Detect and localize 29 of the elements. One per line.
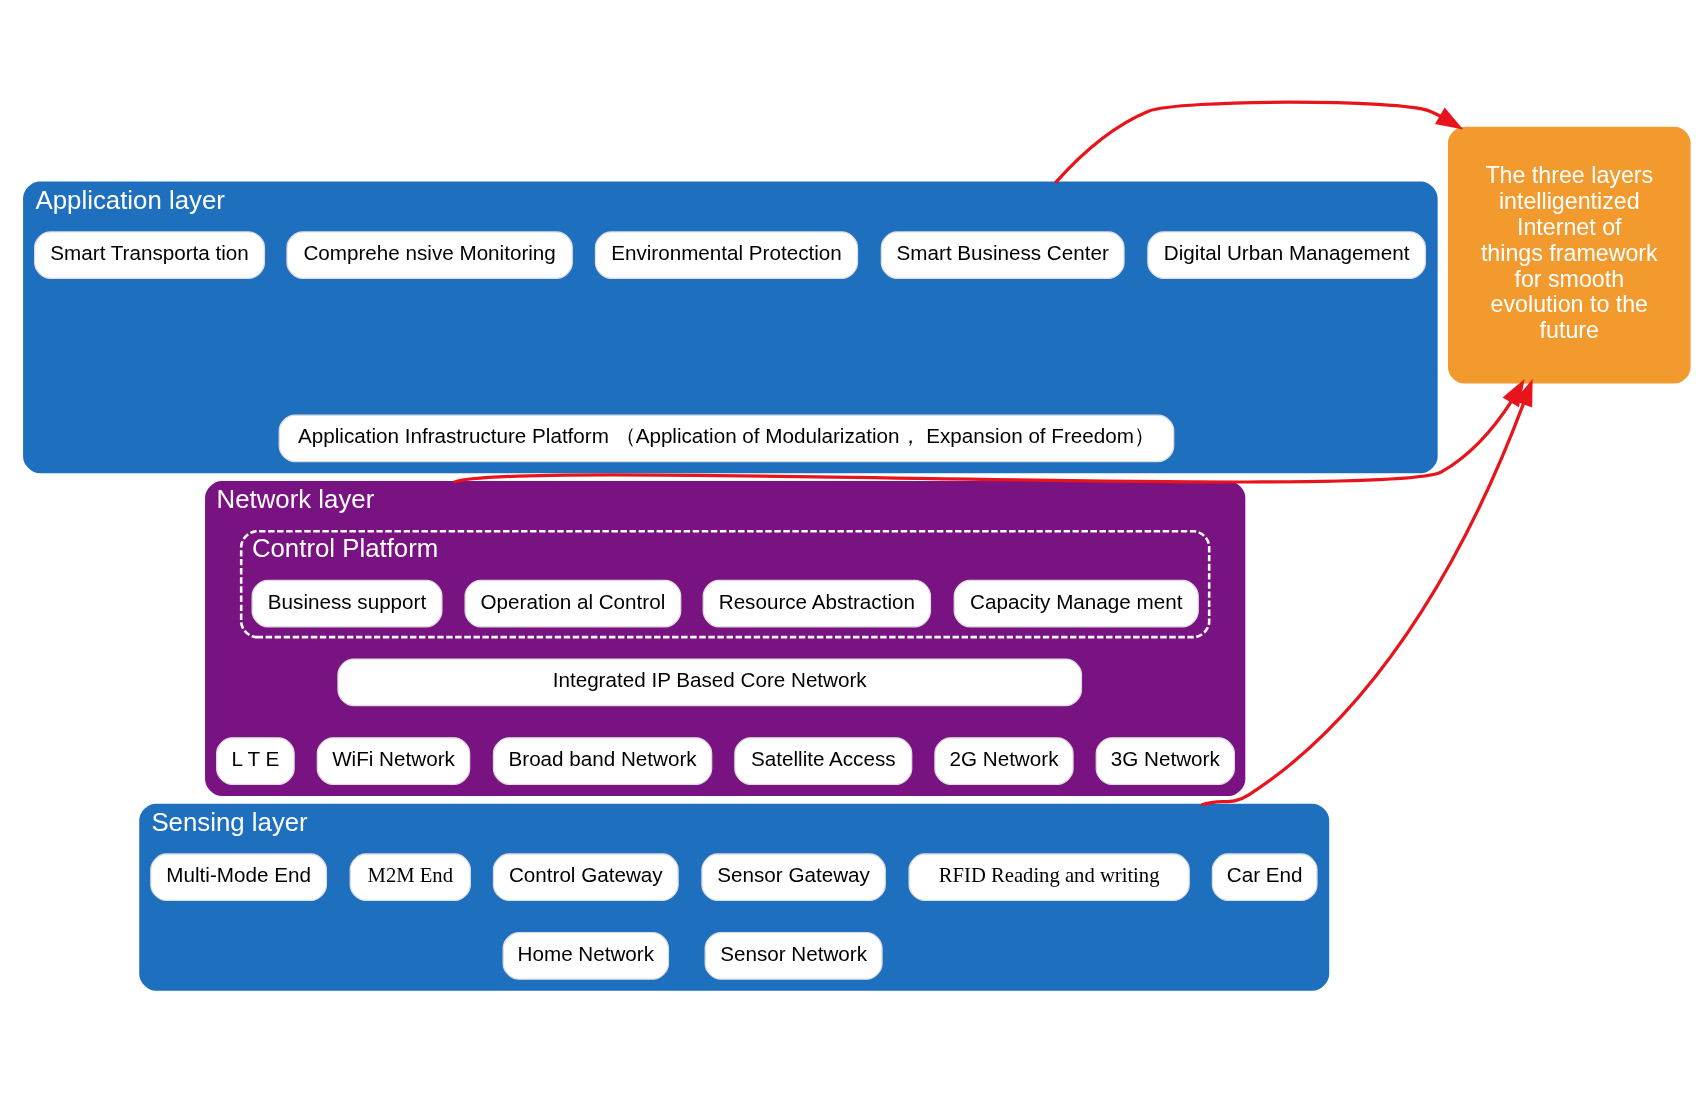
node-box: L T E: [216, 737, 295, 785]
node-box: WiFi Network: [316, 737, 471, 785]
node-box: 2G Network: [934, 737, 1074, 785]
node-box: Home Network: [502, 932, 670, 980]
arrow: [453, 379, 1525, 484]
node-box: Car End: [1211, 853, 1318, 902]
node-box: Digital Urban Management: [1147, 231, 1427, 279]
node-box: Multi-Mode End: [150, 853, 327, 902]
node-box: Broad band Network: [492, 737, 713, 785]
arrow: [1201, 378, 1533, 807]
node-box: Sensor Network: [704, 932, 883, 980]
node-box: Application Infrastructure Platform （Application of Modularization， Expansion of Freedom）: [278, 414, 1175, 463]
node-box: Smart Business Center: [880, 231, 1125, 279]
node-box: Business support: [251, 579, 443, 628]
node-box: Sensor Gateway: [701, 853, 886, 902]
node-box: Capacity Manage ment: [953, 579, 1199, 628]
node-box: Control Gateway: [492, 853, 679, 902]
node-box: Resource Abstraction: [702, 579, 932, 628]
node-box: Satellite Access: [734, 737, 913, 785]
node-box: Smart Transporta tion: [34, 231, 266, 279]
arrow: [1054, 100, 1464, 184]
node-box: 3G Network: [1095, 737, 1235, 785]
node-box: Environmental Protection: [594, 231, 859, 279]
node-box: Comprehe nsive Monitoring: [286, 231, 573, 279]
node-box: The three layers intelligentized Internet of things framework for smooth evolution to the future: [1447, 126, 1691, 384]
node-box: RFID Reading and writing: [908, 853, 1190, 902]
node-box: Integrated IP Based Core Network: [337, 658, 1083, 707]
node-box: M2M End: [349, 853, 471, 902]
node-box: Operation al Control: [464, 579, 682, 628]
